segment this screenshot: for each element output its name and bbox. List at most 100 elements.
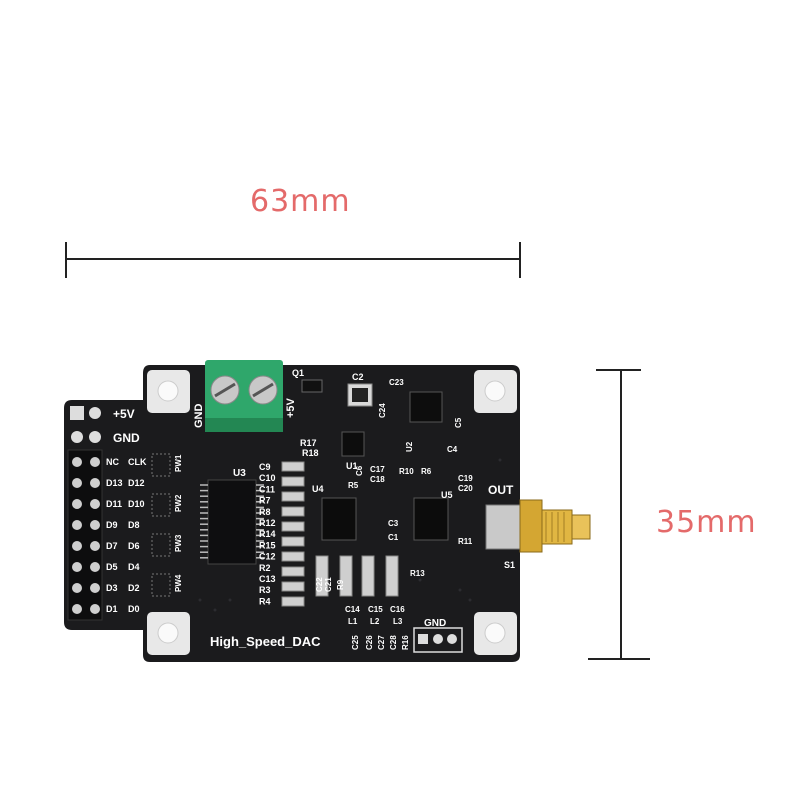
sma-output-connector	[485, 499, 591, 553]
width-dimension-line	[65, 242, 521, 278]
pin-label: D9	[106, 520, 118, 530]
pin-label: D8	[128, 520, 140, 530]
r18-label: R18	[302, 448, 319, 458]
filter-parts	[315, 555, 399, 597]
c26-label: C26	[365, 635, 374, 650]
u5-chip	[413, 497, 449, 541]
u4-chip	[321, 497, 357, 541]
c5-label: C5	[454, 417, 463, 428]
mounting-hole-tl	[147, 370, 190, 413]
c24-label: C24	[378, 403, 387, 418]
c16-label: C16	[390, 605, 405, 614]
c2-label: C2	[352, 372, 364, 382]
header-pin	[90, 499, 100, 509]
ref-label: R4	[259, 596, 271, 606]
smd-column	[281, 461, 305, 607]
u5-label: U5	[441, 490, 453, 500]
pw-label: PW3	[174, 534, 183, 552]
l3-label: L3	[393, 617, 403, 626]
header-pin	[90, 520, 100, 530]
header-pin	[72, 583, 82, 593]
board-title: High_Speed_DAC	[210, 634, 321, 649]
c21-label: C21	[324, 577, 333, 592]
pin-label: D6	[128, 541, 140, 551]
dac-chip-u3	[200, 479, 264, 565]
pw-jumper	[151, 533, 171, 557]
u1-chip	[341, 431, 365, 457]
pw-label: PW2	[174, 494, 183, 512]
r11-label: R11	[458, 537, 473, 546]
plus5v-label: +5V	[113, 407, 135, 421]
mounting-hole-tr	[474, 370, 517, 413]
pw-label: PW1	[174, 454, 183, 472]
c25-label: C25	[351, 635, 360, 650]
r9-label: R9	[336, 579, 345, 590]
ref-label: R15	[259, 540, 276, 550]
l1-label: L1	[348, 617, 358, 626]
height-dimension-line	[588, 369, 650, 660]
header-pin	[90, 604, 100, 614]
c19-label: C19	[458, 474, 473, 483]
header-pin	[72, 478, 82, 488]
header-pin	[72, 457, 82, 467]
u1-label: U1	[346, 461, 358, 471]
header-pin	[72, 520, 82, 530]
c20-label: C20	[458, 484, 473, 493]
ref-label: R12	[259, 518, 276, 528]
header-pin	[90, 541, 100, 551]
c3-label: C3	[388, 519, 399, 528]
gnd-label: GND	[113, 431, 140, 445]
power-header	[70, 406, 101, 443]
screw-terminal	[205, 360, 283, 432]
c14-label: C14	[345, 605, 360, 614]
r17-label: R17	[300, 438, 317, 448]
header-pin	[72, 604, 82, 614]
l2-label: L2	[370, 617, 380, 626]
via-dots	[198, 458, 502, 612]
s1-label: S1	[504, 560, 515, 570]
pin-label: D1	[106, 604, 118, 614]
ref-label: R14	[259, 529, 276, 539]
pin-label: D13	[106, 478, 123, 488]
c17-label: C17	[370, 465, 385, 474]
c6-label: C6	[355, 465, 364, 476]
gnd-test-header	[413, 627, 463, 653]
pin-label: D4	[128, 562, 140, 572]
mounting-hole-br	[474, 612, 517, 655]
c1-label: C1	[388, 533, 399, 542]
header-pin	[72, 499, 82, 509]
c4-label: C4	[447, 445, 458, 454]
pin-label: CLK	[128, 457, 147, 467]
terminal-plus5v-label: +5V	[285, 397, 297, 418]
pw-label: PW4	[174, 574, 183, 592]
ref-label: C11	[259, 484, 275, 494]
pin-label: D11	[106, 499, 122, 509]
u4-label: U4	[312, 484, 324, 494]
header-pin	[90, 583, 100, 593]
q1-transistor	[301, 379, 323, 393]
height-dimension-label: 35mm	[656, 505, 757, 540]
q1-label: Q1	[292, 368, 304, 378]
ref-label: R8	[259, 507, 271, 517]
c22-label: C22	[315, 577, 324, 592]
header-pin	[72, 541, 82, 551]
ref-label: R3	[259, 585, 271, 595]
c2-capacitor	[347, 383, 373, 407]
r6-label: R6	[421, 467, 432, 476]
ref-label: R7	[259, 496, 271, 506]
ref-label: C12	[259, 552, 276, 562]
pw-jumper	[151, 453, 171, 477]
c23-label: C23	[389, 378, 404, 387]
width-dimension-label: 63mm	[250, 184, 351, 219]
u2-regulator	[409, 391, 443, 423]
pin-label: D0	[128, 604, 140, 614]
pin-label: NC	[106, 457, 119, 467]
pw-jumper	[151, 573, 171, 597]
header-pin	[90, 562, 100, 572]
pin-label: D2	[128, 583, 140, 593]
u2-label: U2	[405, 441, 414, 452]
out-label: OUT	[488, 483, 514, 497]
